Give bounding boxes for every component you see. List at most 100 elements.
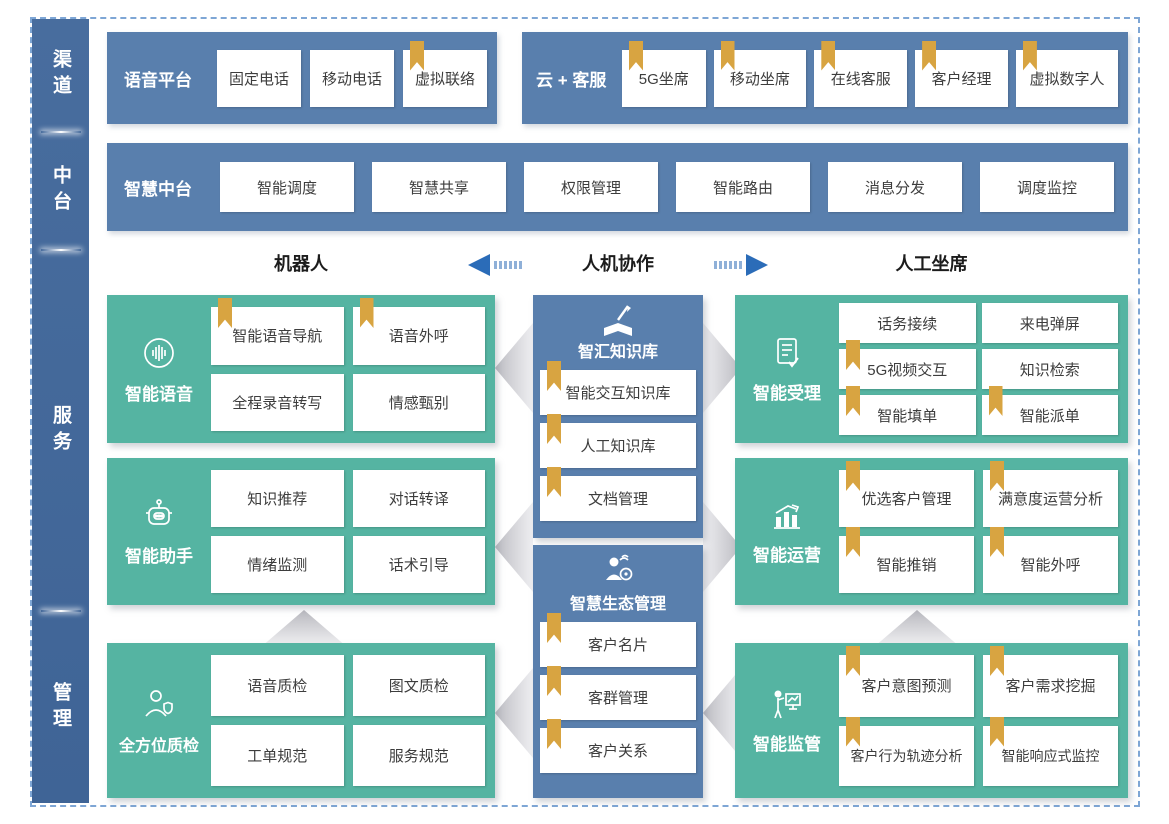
sidebar-divider	[40, 610, 81, 612]
sidebar-divider	[40, 131, 81, 133]
block-label-col: 智能语音	[107, 295, 211, 443]
item-label: 智能外呼	[1020, 557, 1081, 574]
bookmark-icon	[821, 40, 836, 71]
panel-head: 智慧生态管理	[570, 545, 666, 614]
item-label: 语音外呼	[388, 328, 449, 346]
panel-head: 智汇知识库	[578, 295, 658, 362]
item-box: 智能语音导航	[211, 298, 344, 365]
block-label-col: 智能运营	[735, 458, 839, 605]
chart-up-icon	[774, 504, 800, 529]
item-box: 语音外呼	[352, 298, 485, 365]
block-items: 优选客户管理 满意度运营分析 智能推销 智能外呼	[839, 458, 1128, 605]
item-label: 知识检索	[1019, 361, 1080, 379]
block-items: 智能语音导航 语音外呼 全程录音转写 情感甄别	[211, 295, 495, 443]
item-box: 移动电话	[310, 49, 394, 107]
item-label: 优选客户管理	[861, 491, 952, 508]
bookmark-icon	[218, 298, 232, 328]
item-label: 情绪监测	[247, 557, 308, 574]
panel-items: 固定电话 移动电话 虚拟联络	[217, 32, 497, 124]
robot-icon	[146, 499, 172, 525]
item-label: 客户经理	[931, 70, 992, 88]
item-label: 调度监控	[1016, 179, 1077, 197]
block-label-col: 智能受理	[735, 295, 839, 443]
smart-operations-block: 智能运营 优选客户管理 满意度运营分析 智能推销 智能外呼	[735, 458, 1128, 605]
item-box: 人工知识库	[540, 414, 696, 468]
sidebar-item-management: 管理	[32, 612, 89, 803]
panel-items: 客户名片 客群管理 客户关系	[533, 613, 703, 798]
item-box: 智能路由	[676, 162, 810, 212]
item-box: 虚拟数字人	[1015, 40, 1118, 107]
block-label-col: 全方位质检	[107, 643, 211, 798]
item-label: 人工知识库	[580, 438, 656, 455]
header-robots: 机器人	[274, 254, 328, 274]
item-label: 话务接续	[877, 315, 938, 333]
item-box: 在线客服	[814, 40, 908, 107]
bookmark-icon	[922, 40, 937, 71]
bookmark-icon	[846, 527, 860, 557]
item-label: 图文质检	[388, 678, 449, 695]
panel-title: 智慧生态管理	[569, 596, 666, 613]
item-box: 知识推荐	[211, 470, 344, 527]
block-items: 话务接续 来电弹屏 5G视频交互 知识检索 智能填单 智能派单	[839, 295, 1128, 443]
item-label: 智能推销	[876, 557, 937, 574]
bookmark-icon	[846, 340, 860, 370]
panel-title: 语音平台	[124, 70, 192, 90]
item-box: 服务规范	[352, 725, 485, 786]
item-box: 知识检索	[981, 349, 1118, 389]
smart-supervision-block: 智能监管 客户意图预测 客户需求挖掘 客户行为轨迹分析 智能响应式监控	[735, 643, 1128, 798]
item-label: 来电弹屏	[1019, 315, 1080, 333]
item-box: 语音质检	[211, 655, 344, 716]
item-box: 客户需求挖掘	[983, 646, 1118, 717]
item-box: 对话转译	[352, 470, 485, 527]
sidebar-item-service: 服务	[32, 251, 89, 610]
quality-check-block: 全方位质检 语音质检 图文质检 工单规范 服务规范	[107, 643, 495, 798]
person-shield-icon	[145, 689, 173, 717]
item-box: 优选客户管理	[839, 461, 974, 527]
document-check-icon	[777, 337, 799, 368]
bookmark-icon	[547, 613, 561, 643]
collab-arrow-left-icon	[468, 254, 522, 276]
flow-arrow-right-icon	[703, 323, 741, 413]
item-box: 权限管理	[524, 162, 658, 212]
sidebar-item-channel: 渠道	[32, 19, 89, 131]
item-label: 客户关系	[587, 743, 648, 760]
bookmark-icon	[990, 527, 1004, 557]
panel-items: 5G坐席 移动坐席 在线客服 客户经理 虚拟数字人	[622, 32, 1128, 124]
flow-arrow-left-icon	[495, 502, 533, 592]
item-box: 智能填单	[839, 386, 976, 435]
flow-arrow-left-icon	[495, 323, 533, 413]
item-label: 客户名片	[587, 637, 648, 654]
bookmark-icon	[720, 40, 735, 71]
flow-arrow-left-icon	[703, 668, 741, 758]
item-box: 5G视频交互	[839, 340, 976, 389]
item-box: 客户名片	[540, 613, 696, 667]
panel-items: 智能交互知识库 人工知识库 文档管理	[533, 361, 703, 538]
person-network-icon	[605, 554, 633, 581]
sidebar-label: 中台	[50, 165, 71, 217]
header-human-agents: 人工坐席	[895, 254, 968, 274]
item-label: 满意度运营分析	[997, 491, 1103, 508]
block-items: 知识推荐 对话转译 情绪监测 话术引导	[211, 458, 495, 605]
flow-arrow-up-icon	[874, 610, 960, 647]
item-label: 智能响应式监控	[1001, 747, 1100, 764]
item-label: 对话转译	[388, 491, 449, 508]
item-box: 文档管理	[540, 467, 696, 521]
item-box: 智能推销	[839, 527, 974, 593]
voice-platform-panel: 语音平台 固定电话 移动电话 虚拟联络	[107, 32, 497, 124]
bookmark-icon	[547, 666, 561, 696]
ecosystem-management-panel: 智慧生态管理 客户名片 客群管理 客户关系	[533, 545, 703, 798]
bookmark-icon	[359, 298, 374, 328]
item-box: 来电弹屏	[981, 303, 1118, 343]
item-box: 智能派单	[981, 386, 1118, 435]
item-label: 智能交互知识库	[565, 385, 671, 402]
sidebar-item-midplatform: 中台	[32, 133, 89, 249]
flow-arrow-left-icon	[495, 668, 533, 758]
item-label: 话术引导	[388, 557, 449, 574]
sidebar-divider	[40, 249, 81, 251]
presenter-chart-icon	[774, 690, 801, 719]
item-box: 移动坐席	[713, 40, 807, 107]
item-label: 智能调度	[256, 179, 317, 197]
item-box: 智能交互知识库	[540, 361, 696, 415]
panel-title: 云 + 客服	[536, 70, 607, 90]
item-box: 智慧共享	[372, 162, 506, 212]
